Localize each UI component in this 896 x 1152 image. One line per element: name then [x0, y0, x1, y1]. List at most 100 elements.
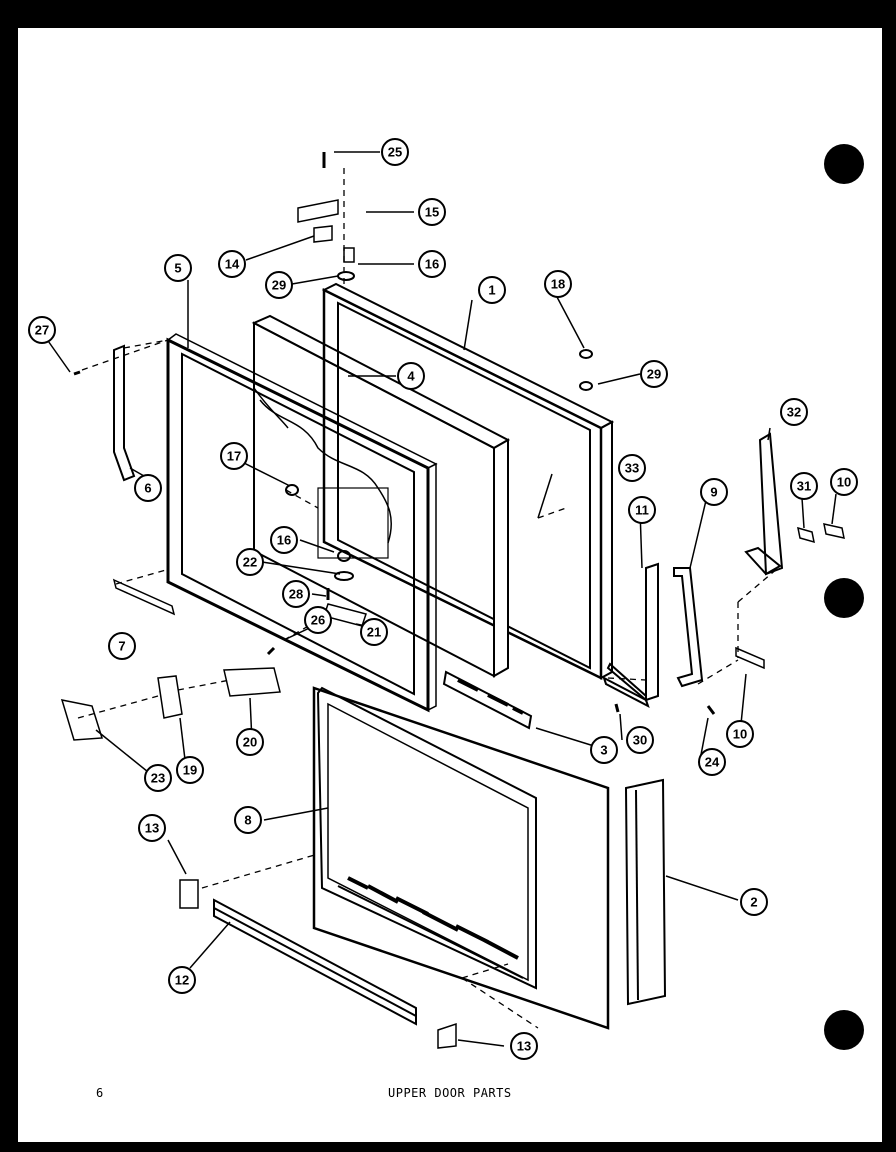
- callout-circle: [780, 398, 808, 426]
- callout-circle: [265, 271, 293, 299]
- callout-29: 29: [640, 360, 668, 388]
- callout-label: 6: [144, 481, 151, 496]
- part-handle-bar: [442, 670, 533, 730]
- callout-circle: [234, 806, 262, 834]
- part-hinge-group: [60, 199, 457, 1049]
- callout-10: 10: [830, 468, 858, 496]
- callout-label: 13: [145, 821, 159, 836]
- page-title: UPPER DOOR PARTS: [388, 1086, 512, 1100]
- callout-20: 20: [236, 728, 264, 756]
- callout-label: 2: [750, 895, 757, 910]
- callout-circle: [381, 138, 409, 166]
- callout-label: 11: [635, 503, 649, 518]
- callout-circle: [282, 580, 310, 608]
- callout-15: 15: [418, 198, 446, 226]
- callout-circle: [626, 726, 654, 754]
- callout-label: 7: [118, 639, 125, 654]
- callout-label: 13: [517, 1039, 531, 1054]
- callout-7: 7: [108, 632, 136, 660]
- callout-circle: [360, 618, 388, 646]
- callout-circle: [236, 728, 264, 756]
- callout-circle: [790, 472, 818, 500]
- callout-circle: [830, 468, 858, 496]
- callout-4: 4: [397, 362, 425, 390]
- callout-layer: 1234567891010111213131415161617181920212…: [28, 138, 858, 1060]
- callout-label: 12: [175, 973, 189, 988]
- part-inner-liner: [251, 314, 511, 678]
- callout-label: 28: [289, 587, 303, 602]
- callout-circle: [628, 496, 656, 524]
- callout-6: 6: [134, 474, 162, 502]
- callout-25: 25: [381, 138, 409, 166]
- callout-circle: [590, 736, 618, 764]
- callout-30: 30: [626, 726, 654, 754]
- callout-label: 15: [425, 205, 439, 220]
- callout-circle: [700, 478, 728, 506]
- callout-label: 20: [243, 735, 257, 750]
- part-bracket-11: [602, 562, 659, 709]
- callout-label: 10: [837, 475, 851, 490]
- callout-label: 33: [625, 461, 639, 476]
- callout-label: 29: [647, 367, 661, 382]
- callout-5: 5: [164, 254, 192, 282]
- callout-28: 28: [282, 580, 310, 608]
- exploded-parts-diagram: 1234567891010111213131415161617181920212…: [28, 138, 858, 1060]
- part-gasket-frame: [166, 333, 438, 713]
- callout-label: 31: [797, 479, 811, 494]
- callout-label: 8: [244, 813, 251, 828]
- callout-32: 32: [780, 398, 808, 426]
- callout-label: 1: [488, 283, 495, 298]
- callout-circle: [164, 254, 192, 282]
- callout-18: 18: [544, 270, 572, 298]
- callout-circle: [740, 888, 768, 916]
- binder-hole-top: [824, 144, 864, 184]
- callout-33: 33: [618, 454, 646, 482]
- callout-29: 29: [265, 271, 293, 299]
- callout-circle: [544, 270, 572, 298]
- part-bracket-32: [744, 432, 784, 576]
- callout-circle: [168, 966, 196, 994]
- callout-16: 16: [270, 526, 298, 554]
- callout-label: 32: [787, 405, 801, 420]
- callout-label: 25: [388, 145, 402, 160]
- callout-circle: [698, 748, 726, 776]
- callout-circle: [134, 474, 162, 502]
- callout-circle: [108, 632, 136, 660]
- page-number: 6: [96, 1086, 104, 1100]
- callout-label: 27: [35, 323, 49, 338]
- callout-label: 19: [183, 763, 197, 778]
- assembly-lines: [77, 168, 779, 1029]
- callout-11: 11: [628, 496, 656, 524]
- callout-label: 16: [425, 257, 439, 272]
- callout-circle: [510, 1032, 538, 1060]
- callout-label: 5: [174, 261, 181, 276]
- binder-hole-bottom: [824, 1010, 864, 1050]
- callout-label: 18: [551, 277, 565, 292]
- callout-16: 16: [418, 250, 446, 278]
- callout-12: 12: [168, 966, 196, 994]
- callout-circle: [176, 756, 204, 784]
- callout-circle: [28, 316, 56, 344]
- callout-circle: [418, 198, 446, 226]
- part-screws[interactable]: [73, 152, 716, 715]
- callout-label: 4: [407, 369, 415, 384]
- callout-17: 17: [220, 442, 248, 470]
- callout-9: 9: [700, 478, 728, 506]
- callout-26: 26: [304, 606, 332, 634]
- callout-circle: [304, 606, 332, 634]
- callout-27: 27: [28, 316, 56, 344]
- callout-24: 24: [698, 748, 726, 776]
- callout-circle: [726, 720, 754, 748]
- callout-circle: [397, 362, 425, 390]
- callout-21: 21: [360, 618, 388, 646]
- callout-13: 13: [138, 814, 166, 842]
- callout-label: 23: [151, 771, 165, 786]
- callout-22: 22: [236, 548, 264, 576]
- part-bottom-strip: [112, 578, 176, 616]
- callout-circle: [270, 526, 298, 554]
- callout-label: 30: [633, 733, 647, 748]
- callout-label: 22: [243, 555, 257, 570]
- callout-label: 21: [367, 625, 381, 640]
- callout-circle: [138, 814, 166, 842]
- callout-circle: [144, 764, 172, 792]
